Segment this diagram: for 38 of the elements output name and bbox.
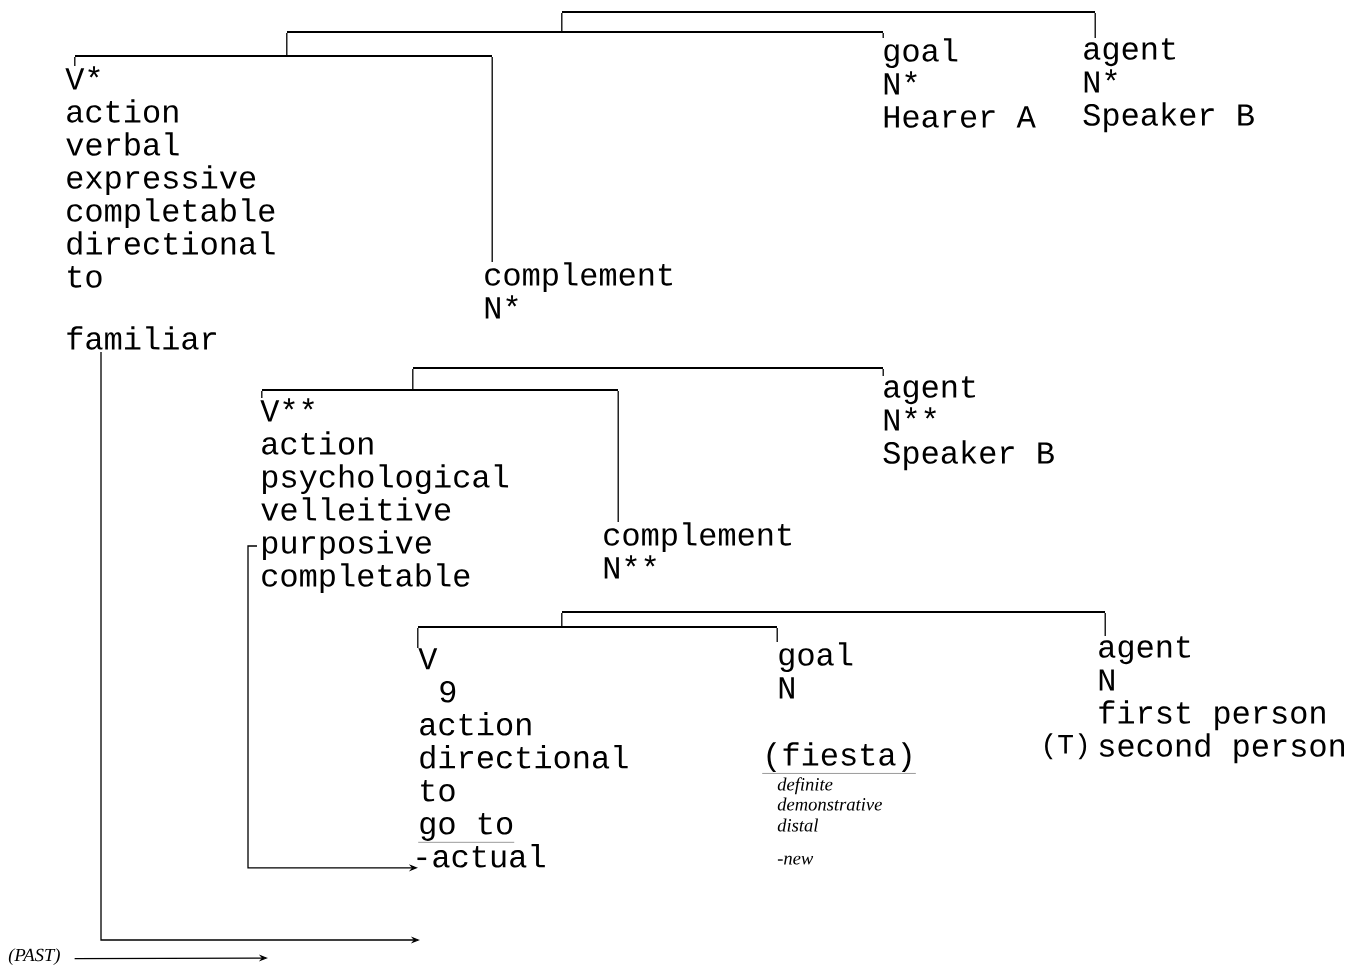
bracket-line	[418, 626, 777, 628]
tree-line	[776, 627, 778, 643]
word-label: familiar	[67, 326, 216, 350]
tree-line	[882, 368, 884, 377]
feature-list: goal N* Hearer A	[884, 38, 1036, 128]
feature-list: V** action psychological velleitive purposive completable	[260, 398, 509, 593]
node-label: second person	[1099, 733, 1344, 764]
tree-line	[561, 612, 563, 627]
feature-list: goal N (fiesta) definite demonstrative distal -new	[762, 642, 917, 865]
feature-list: V 9 action directional to go to -actual	[417, 648, 628, 868]
tree-line	[261, 390, 263, 399]
bracket-line	[413, 367, 883, 369]
node-label: agent	[1099, 636, 1190, 665]
feature-list: agent N first person second person	[1099, 636, 1344, 764]
tree-line	[412, 368, 414, 390]
node-label: first person	[1099, 700, 1325, 731]
tree-line	[1104, 612, 1106, 637]
bracket-line	[562, 611, 1105, 613]
feature-list: agent N** Speaker B	[883, 376, 1054, 471]
side-mark: (T)	[1045, 733, 1087, 760]
tree-line	[1094, 12, 1096, 39]
node-label: N	[1099, 669, 1114, 691]
tree-line	[74, 56, 76, 67]
feature-list: complement N**	[604, 522, 791, 579]
word-label: (PAST)	[8, 948, 60, 966]
bracket-line	[262, 389, 618, 391]
feature-list: V* action verbal expressive completable directional to	[65, 66, 275, 288]
tree-line	[417, 627, 419, 649]
bracket-line	[562, 11, 1095, 13]
tree-line	[617, 390, 619, 523]
bracket-line	[75, 55, 492, 57]
tree-line	[491, 56, 493, 263]
feature-list: agent N* Speaker B	[1083, 38, 1254, 133]
tree-line	[286, 32, 288, 56]
tree-line	[561, 12, 563, 32]
bracket-line	[287, 31, 883, 33]
tree-line	[882, 32, 884, 39]
feature-list: complement N*	[485, 262, 672, 319]
